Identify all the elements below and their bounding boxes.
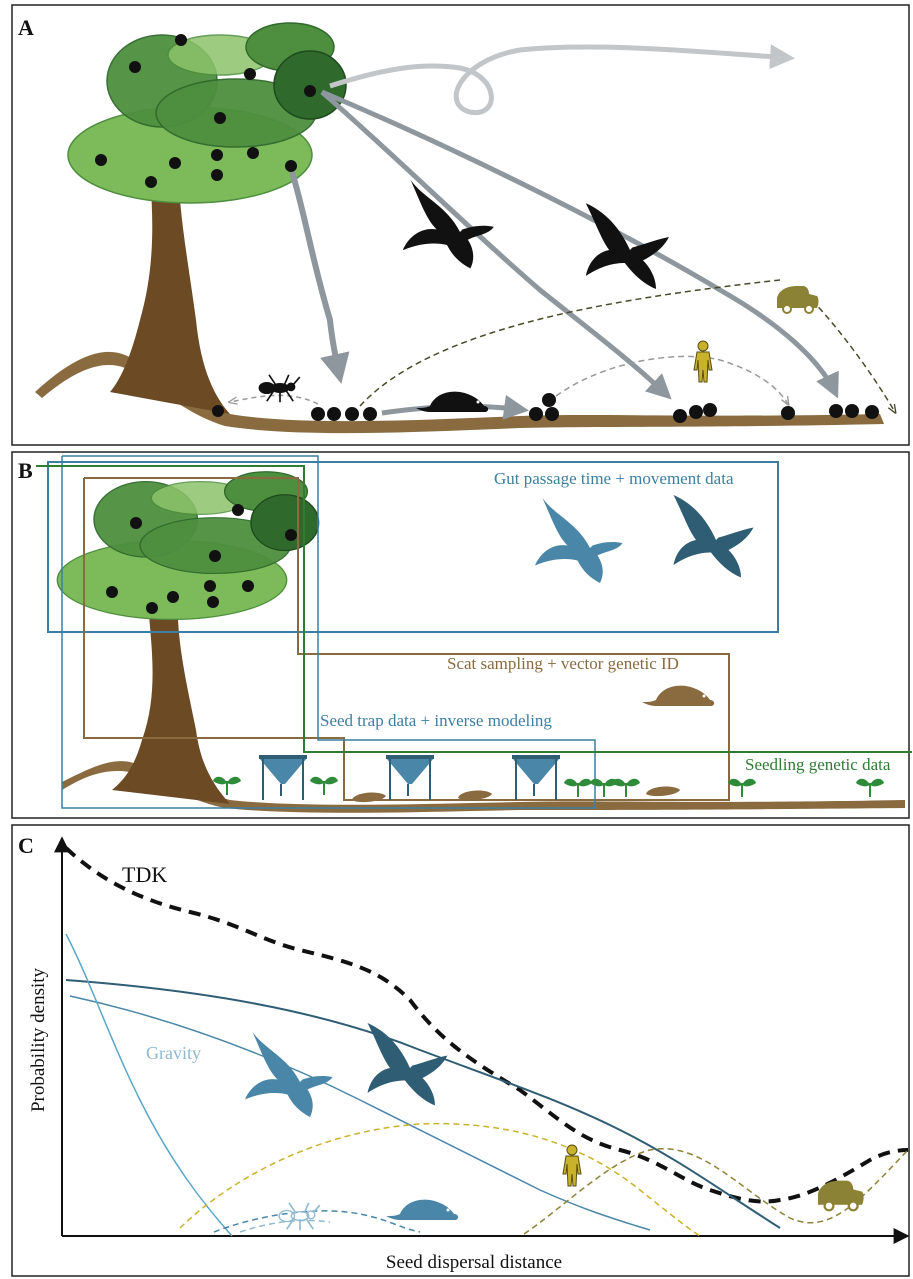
seed-trap-label: Seed trap data + inverse modeling — [320, 711, 552, 730]
gut-passage-box — [47, 461, 779, 633]
rodent-kernel — [213, 1210, 421, 1233]
car-dashed-arrow-out — [811, 299, 895, 412]
panel-b: B Gut passage time + movement data Scat … — [11, 451, 912, 819]
tdk-label: TDK — [122, 862, 167, 887]
scat-sampling-label: Scat sampling + vector genetic ID — [447, 654, 679, 673]
y-axis-label: Probability density — [28, 967, 49, 1112]
ground-b — [62, 761, 905, 813]
gravity-label: Gravity — [146, 1043, 201, 1063]
seedling-genetic-box — [36, 465, 912, 753]
gut-passage-label: Gut passage time + movement data — [494, 469, 734, 488]
scat-sampling-box — [83, 477, 730, 801]
panel-a: A — [11, 4, 910, 446]
tree-trunk-a — [110, 140, 230, 414]
gravity-arrow — [289, 171, 350, 384]
gravity-kernel — [65, 933, 233, 1237]
panel-b-letter: B — [18, 458, 33, 483]
panel-c: C Probability density Seed dispersal dis… — [11, 824, 910, 1277]
wind-dispersal-arrow — [329, 44, 795, 116]
x-axis-label: Seed dispersal distance — [386, 1252, 562, 1273]
car-dashed-arrow-in — [359, 279, 781, 407]
tree-fruits-b — [106, 504, 297, 614]
insect-dashed-arrow — [230, 394, 319, 404]
ground-a — [35, 351, 884, 434]
human-dashed-arrow — [547, 355, 788, 404]
seed-trap-box — [61, 455, 596, 809]
bird-dark-kernel — [65, 979, 781, 1229]
panel-c-letter: C — [18, 833, 34, 858]
tdk-curve — [64, 846, 909, 1204]
bird-blue-kernel — [69, 995, 651, 1231]
car-kernel — [523, 1147, 909, 1235]
seedling-genetic-label: Seedling genetic data — [745, 755, 891, 774]
insect-kernel — [239, 1219, 331, 1233]
tree-trunk-b — [112, 600, 230, 804]
dispersed-seeds-a — [212, 393, 879, 423]
bird-arrow-2 — [321, 89, 839, 399]
panel-a-letter: A — [18, 15, 34, 40]
human-kernel — [179, 1122, 701, 1237]
tree-fruits-a — [95, 34, 316, 188]
bird-arrow-1 — [320, 90, 672, 400]
